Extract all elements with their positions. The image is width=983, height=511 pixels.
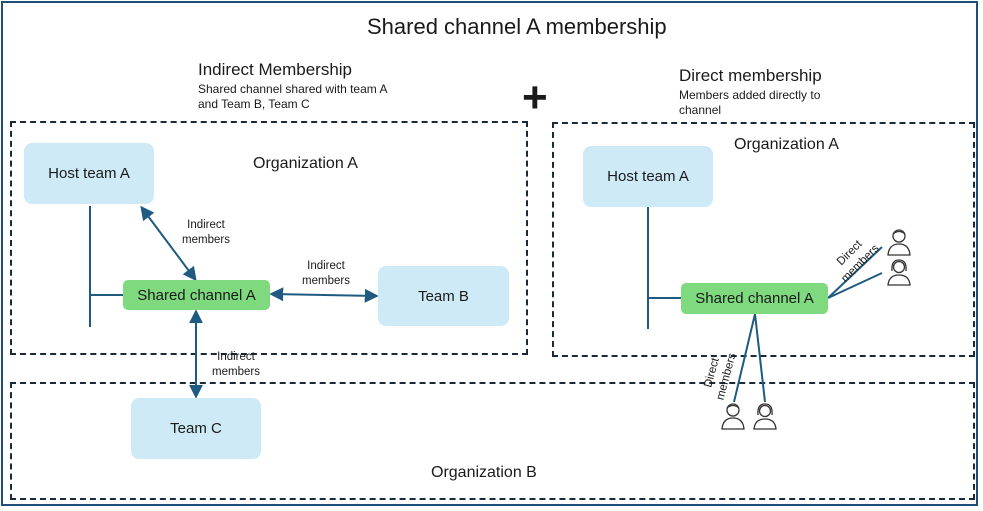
org-a-label-left: Organization A xyxy=(253,155,358,172)
indirect-heading: Indirect Membership xyxy=(198,60,353,79)
right-shared-channel-a-label: Shared channel A xyxy=(695,290,814,307)
team-b-box: Team B xyxy=(378,266,509,326)
diagram-title: Shared channel A membership xyxy=(367,14,667,39)
right-host-team-a-label: Host team A xyxy=(607,168,689,185)
direct-heading: Direct membership xyxy=(679,66,822,85)
plus-icon: + xyxy=(522,73,548,122)
indirect-description: Shared channel shared with team A and Te… xyxy=(198,82,387,111)
person-icon xyxy=(721,403,745,430)
team-c-label: Team C xyxy=(170,420,222,437)
team-c-box: Team C xyxy=(131,398,261,459)
organization-b-container xyxy=(10,382,975,500)
person-female-icon xyxy=(753,403,777,430)
shared-channel-a-label: Shared channel A xyxy=(137,286,256,304)
direct-description: Members added directly to channel xyxy=(679,88,821,117)
host-team-a-label: Host team A xyxy=(48,165,130,182)
team-b-label: Team B xyxy=(418,287,469,305)
org-b-label: Organization B xyxy=(431,464,537,481)
person-female-icon xyxy=(887,259,911,286)
right-shared-channel-a-box: Shared channel A xyxy=(681,283,828,314)
edge-label-team-c: Indirect members xyxy=(212,351,260,378)
organization-a-indirect-container xyxy=(10,121,528,355)
edge-label-team-b: Indirect members xyxy=(302,260,350,287)
host-team-a-box: Host team A xyxy=(24,143,154,204)
right-host-team-a-box: Host team A xyxy=(583,146,713,207)
shared-channel-a-box: Shared channel A xyxy=(123,280,270,310)
org-a-label-right: Organization A xyxy=(734,136,839,153)
person-icon xyxy=(887,229,911,256)
edge-label-host: Indirect members xyxy=(182,219,230,246)
